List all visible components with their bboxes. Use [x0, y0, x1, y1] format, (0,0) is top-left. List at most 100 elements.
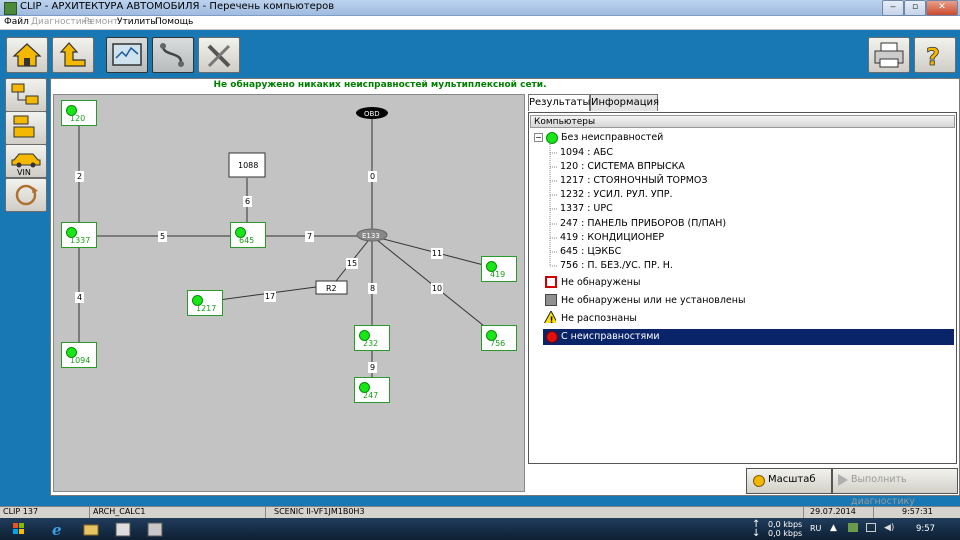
- ecu-node-645[interactable]: 645: [230, 222, 266, 248]
- tree-selected-row[interactable]: [543, 329, 954, 345]
- menu-utilities[interactable]: Утилиты: [117, 17, 158, 27]
- ie-icon: e: [52, 521, 62, 538]
- wire-label-11: 11: [431, 248, 443, 259]
- node-label: 419: [490, 270, 506, 279]
- vin-label: VIN: [17, 168, 31, 177]
- menu-file[interactable]: Файл: [4, 17, 29, 27]
- tab-results[interactable]: Результаты: [528, 94, 590, 111]
- node-label: 1217: [196, 304, 217, 313]
- maximize-button[interactable]: ▫: [904, 0, 926, 16]
- menu-repair[interactable]: Ремонт: [84, 17, 119, 27]
- wire-label-10: 10: [431, 283, 443, 294]
- taskbar: [0, 518, 960, 540]
- language-indicator[interactable]: RU: [810, 524, 822, 533]
- tree-item[interactable]: 1094 : АБС: [560, 147, 614, 158]
- title-bar: CLIP - АРХИТЕКТУРА АВТОМОБИЛЯ - Перечень…: [0, 0, 960, 16]
- obd-label: OBD: [364, 110, 380, 118]
- taskbar-clock[interactable]: 9:57: [916, 524, 936, 534]
- folder-icon: [83, 524, 99, 536]
- wire-label-5: 5: [158, 231, 167, 242]
- status-arch: ARCH_CALC1: [90, 507, 266, 518]
- app2-taskbar-button[interactable]: [140, 520, 170, 538]
- node-label: 232: [363, 339, 379, 348]
- status-date: 29.07.2014: [804, 507, 874, 518]
- wire-label-0: 0: [368, 171, 377, 182]
- tree-group-not-recognized[interactable]: Не распознаны: [561, 313, 637, 324]
- tree-item[interactable]: 1217 : СТОЯНОЧНЫЙ ТОРМОЗ: [560, 175, 708, 186]
- tree-group-ok[interactable]: Без неисправностей: [561, 132, 664, 143]
- up-button[interactable]: [52, 37, 94, 73]
- svg-text:?: ?: [926, 43, 940, 71]
- ecu-identify-button[interactable]: [5, 111, 47, 145]
- vin-button[interactable]: VIN: [5, 144, 47, 178]
- collapse-toggle-icon[interactable]: −: [534, 133, 543, 142]
- ie-taskbar-button[interactable]: e: [44, 520, 74, 538]
- tree-item[interactable]: 645 : ЦЭКБС: [560, 246, 622, 257]
- tree-header: Компьютеры: [530, 115, 955, 128]
- home-button[interactable]: [6, 37, 48, 73]
- oscilloscope-button[interactable]: [106, 37, 148, 73]
- tray-chevron-icon[interactable]: ▲: [830, 523, 837, 533]
- ecu-node-1337[interactable]: 1337: [61, 222, 97, 248]
- test-cycle-button[interactable]: [5, 178, 47, 212]
- svg-text:!: !: [550, 316, 554, 323]
- tray-flag-icon[interactable]: [848, 523, 858, 532]
- status-time: 9:57:31: [902, 507, 933, 516]
- clip-taskbar-button[interactable]: [108, 520, 138, 538]
- tree-item[interactable]: 1232 : УСИЛ. РУЛ. УПР.: [560, 189, 673, 200]
- menu-help[interactable]: Помощь: [155, 17, 194, 27]
- help-button[interactable]: ?: [914, 37, 956, 73]
- status-ok-icon: [359, 330, 370, 341]
- wire-label-15: 15: [346, 258, 358, 269]
- app-window-icon: [147, 522, 163, 537]
- tree-item[interactable]: 247 : ПАНЕЛЬ ПРИБОРОВ (П/ПАН): [560, 218, 727, 229]
- ecu-node-1094[interactable]: 1094: [61, 342, 97, 368]
- ecu-node-756[interactable]: 756: [481, 325, 517, 351]
- r2-box: [315, 280, 348, 295]
- windows-logo-icon: [13, 523, 24, 534]
- explorer-taskbar-button[interactable]: [76, 520, 106, 538]
- run-diagnostics-label: Выполнить диагностику: [851, 474, 915, 507]
- node-label: 247: [363, 391, 379, 400]
- volume-icon[interactable]: ◀): [884, 523, 895, 533]
- tree-group-not-installed[interactable]: Не обнаружены или не установлены: [561, 295, 746, 306]
- ecu-node-120[interactable]: 120: [61, 100, 97, 126]
- tab-info[interactable]: Информация: [590, 94, 659, 111]
- tree-item[interactable]: 120 : СИСТЕМА ВПРЫСКА: [560, 161, 685, 172]
- network-map-button[interactable]: [152, 37, 194, 73]
- menu-diagnostics[interactable]: Диагностика: [31, 17, 93, 27]
- tree-group-with-faults[interactable]: С неисправностями: [561, 331, 660, 342]
- menu-bar: Файл Диагностика Ремонт Утилиты Помощь: [0, 16, 960, 30]
- wire-label-8: 8: [368, 283, 377, 294]
- hub-label: E133: [362, 232, 380, 240]
- minimize-button[interactable]: ‒: [882, 0, 904, 16]
- tree-item[interactable]: 1337 : UPC: [560, 203, 613, 214]
- run-diagnostics-button[interactable]: Выполнить диагностику: [832, 468, 958, 507]
- ecu-node-1217[interactable]: 1217: [187, 290, 223, 316]
- start-button[interactable]: [4, 520, 34, 538]
- ecu-list-button[interactable]: [5, 78, 47, 112]
- tree-group-not-detected[interactable]: Не обнаружены: [561, 277, 641, 288]
- ecu-node-247[interactable]: 247: [354, 377, 390, 403]
- status-ok-icon: [359, 382, 370, 393]
- question-help-icon: ?: [926, 43, 941, 72]
- home-icon: [12, 43, 42, 67]
- tools-button[interactable]: [198, 37, 240, 73]
- window-title: CLIP - АРХИТЕКТУРА АВТОМОБИЛЯ - Перечень…: [20, 1, 335, 12]
- status-ok-icon: [66, 227, 77, 238]
- fault-icon: [546, 331, 558, 343]
- tree-item[interactable]: 756 : П. БЕЗ./УС. ПР. Н.: [560, 260, 673, 271]
- scale-label: Масштаб: [768, 474, 816, 485]
- wire-label-6: 6: [243, 196, 252, 207]
- ecu-node-232[interactable]: 232: [354, 325, 390, 351]
- network-tray-icon[interactable]: [866, 523, 876, 532]
- arrow-up-left-icon: [59, 42, 86, 67]
- close-button[interactable]: ✕: [926, 0, 958, 16]
- status-ok-icon: [66, 105, 77, 116]
- scale-button[interactable]: Масштаб: [746, 468, 832, 494]
- ecu-node-419[interactable]: 419: [481, 256, 517, 282]
- tree-lines: [549, 142, 558, 267]
- wrench-screwdriver-icon: [207, 44, 231, 68]
- print-button[interactable]: [868, 37, 910, 73]
- tree-item[interactable]: 419 : КОНДИЦИОНЕР: [560, 232, 665, 243]
